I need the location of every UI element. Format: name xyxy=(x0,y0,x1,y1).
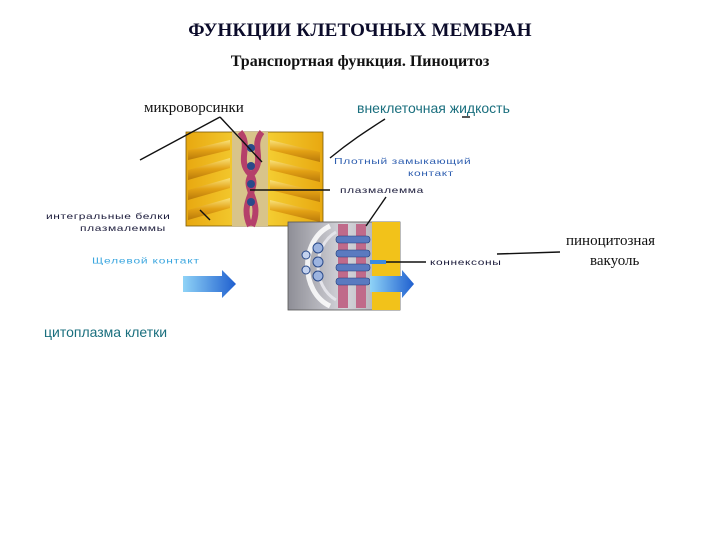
left-arrow-icon xyxy=(183,270,236,298)
label-integral-proteins-2: плазмалеммы xyxy=(80,223,166,234)
label-tight-junction-1: Плотный замыкающий xyxy=(334,156,472,167)
microvilli-stripes xyxy=(188,140,320,222)
label-tight-junction-2: контакт xyxy=(408,168,454,179)
right-arrow-icon xyxy=(370,270,414,298)
connexons-cluster xyxy=(301,235,371,286)
tight-junction-column xyxy=(232,130,268,228)
upper-panel-image xyxy=(185,130,324,228)
lower-panel-image xyxy=(287,221,401,311)
label-plasmalemma: плазмалемма xyxy=(340,185,424,196)
slide-title: ФУНКЦИИ КЛЕТОЧНЫХ МЕМБРАН xyxy=(188,20,532,41)
label-connexons: коннексоны xyxy=(430,257,502,268)
label-microvilli: микроворсинки xyxy=(144,100,244,116)
label-extracellular-fluid: внеклеточная жидкость xyxy=(357,100,510,116)
flow-arrows xyxy=(183,270,414,298)
slide-subtitle: Транспортная функция. Пиноцитоз xyxy=(230,53,490,70)
label-integral-proteins-1: интегральные белки xyxy=(46,211,171,222)
label-gap-junction: Щелевой контакт xyxy=(92,256,200,266)
label-pinocytic-vacuole-2: вакуоль xyxy=(590,253,640,269)
label-pinocytic-vacuole-1: пиноцитозная xyxy=(566,233,656,249)
leader-lines xyxy=(139,116,561,263)
label-cytoplasm: цитоплазма клетки xyxy=(44,324,168,340)
